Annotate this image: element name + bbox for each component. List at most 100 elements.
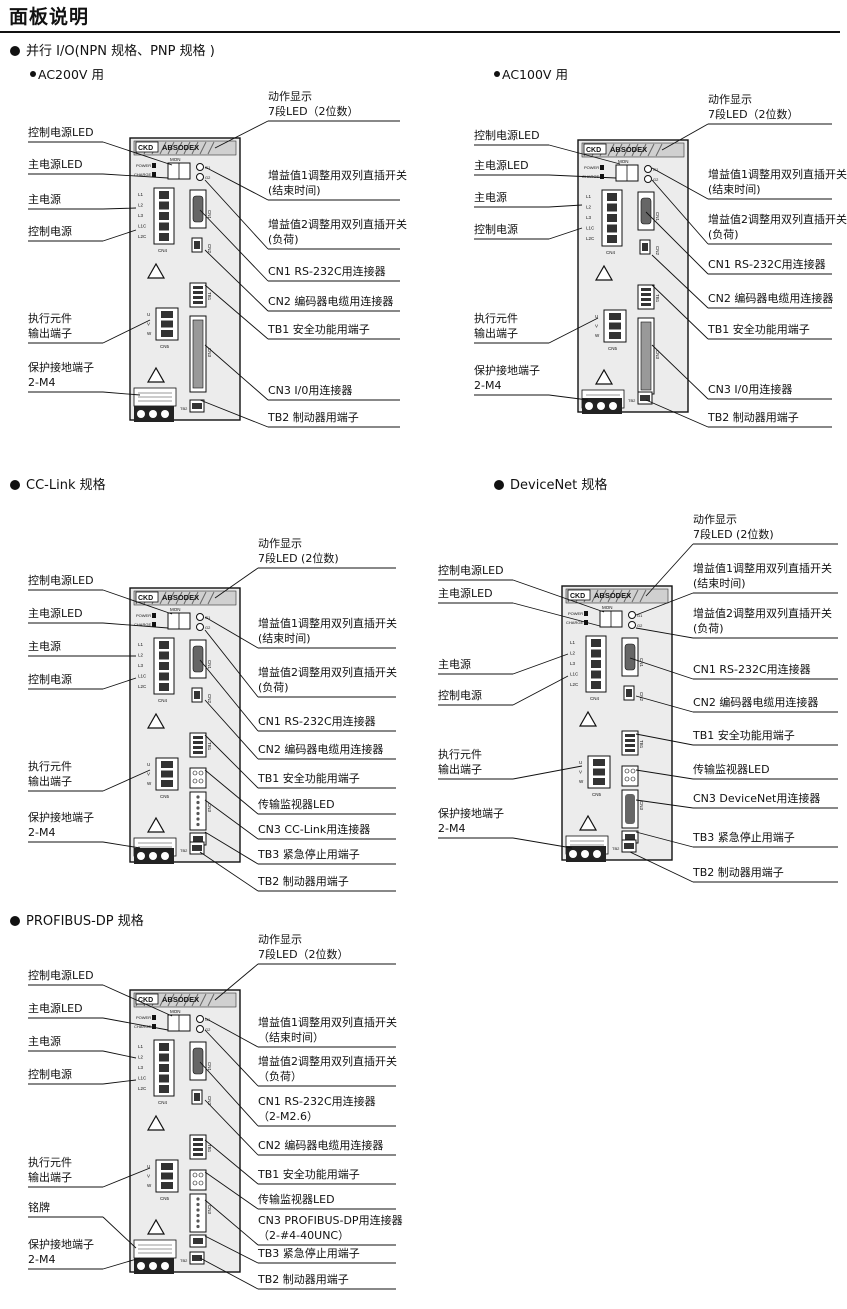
left-callout-devicenet: 主电源 — [438, 657, 471, 672]
g2-label: G2 — [205, 175, 211, 180]
left-callout-profibus: 主电源 — [28, 1034, 61, 1049]
motor-terminal-label: W — [595, 333, 600, 338]
motor-terminal-screw — [609, 322, 621, 330]
terminal-label: L1 — [138, 642, 144, 647]
motor-terminal-screw — [161, 330, 173, 337]
right-callout-devicenet: CN1 RS-232C用连接器 — [693, 662, 811, 677]
mon-label: MON — [170, 1009, 181, 1014]
left-callout-devicenet: 执行元件输出端子 — [438, 747, 482, 777]
band-stripe — [655, 143, 663, 157]
brand-logo: CKD — [586, 147, 601, 154]
charge-led-label: CHARGE — [566, 620, 583, 625]
tb2-label: TB2 — [612, 846, 620, 851]
right-callout-cclink-line: TB1 安全功能用端子 — [258, 772, 360, 785]
warning-icon — [146, 1114, 166, 1131]
g1-label: G1 — [653, 167, 659, 172]
right-callout-profibus-line: （2-M2.6） — [258, 1110, 318, 1123]
right-callout-cclink: TB3 紧急停止用端子 — [258, 847, 360, 862]
terminal-label: L1 — [586, 194, 592, 199]
charge-led-label: CHARGE — [134, 622, 151, 627]
right-callout-ac100-line: CN2 编码器电缆用连接器 — [708, 292, 834, 305]
right-callout-cclink: CN2 编码器电缆用连接器 — [258, 742, 383, 757]
charge-led-label: CHARGE — [134, 172, 151, 177]
right-callout-ac200: CN3 I/0用连接器 — [268, 383, 352, 398]
g2-label: G2 — [637, 623, 643, 628]
terminal-screw — [607, 193, 617, 201]
tb1-label: TB1 — [655, 294, 660, 303]
right-callout-cclink-line: TB2 制动器用端子 — [258, 875, 349, 888]
right-callout-profibus-line: 动作显示 — [258, 933, 302, 946]
monitor-led-dot — [198, 1180, 204, 1186]
band-stripe — [175, 141, 183, 155]
right-callout-devicenet: TB2 制动器用端子 — [693, 865, 784, 880]
leader-line — [635, 769, 694, 780]
right-callout-profibus: 传输监视器LED — [258, 1192, 335, 1207]
motor-terminal-screw — [161, 770, 173, 778]
right-callout-ac100-line: (负荷) — [708, 228, 739, 241]
leader-line — [102, 1050, 137, 1059]
mon-label: MON — [170, 607, 181, 612]
right-callout-devicenet-line: TB2 制动器用端子 — [693, 866, 784, 879]
terminal-screw — [607, 235, 617, 243]
ground-screw — [581, 850, 589, 858]
servo-driver-parallel: CKDABSODEXPOWERCHARGEMONG1G2L1L2L3L1CL2C… — [577, 139, 689, 414]
right-callout-ac200: 增益值1调整用双列直插开关(结束时间) — [268, 168, 407, 198]
motor-terminal-screw — [593, 768, 605, 776]
terminal-label: L2 — [586, 205, 592, 210]
leader-line — [204, 1139, 259, 1185]
right-callout-ac100: CN1 RS-232C用连接器 — [708, 257, 826, 272]
driver-body — [561, 585, 673, 861]
right-callout-devicenet-line: (负荷) — [693, 622, 724, 635]
right-callout-devicenet-line: 传输监视器LED — [693, 763, 770, 776]
right-callout-cclink-line: (负荷) — [258, 681, 289, 694]
left-callout-cclink-line: 保护接地端子 — [28, 811, 94, 824]
left-callout-devicenet: 控制电源 — [438, 688, 482, 703]
left-callout-cclink: 控制电源 — [28, 672, 72, 687]
motor-terminal-screw — [161, 780, 173, 787]
g2-label: G2 — [205, 1027, 211, 1032]
gain2-switch — [644, 175, 652, 183]
left-callout-cclink-line: 控制电源 — [28, 673, 72, 686]
bullet-icon — [10, 480, 20, 490]
right-callout-ac200-line: CN1 RS-232C用连接器 — [268, 265, 386, 278]
right-callout-ac100-line: TB1 安全功能用端子 — [708, 323, 810, 336]
motor-terminal-label: V — [147, 772, 150, 777]
section-heading-cclink: CC-Link 规格 — [10, 474, 106, 493]
leader-line — [102, 1216, 137, 1249]
monitor-led-dot — [624, 768, 630, 774]
band-stripe — [175, 591, 183, 605]
right-callout-devicenet: CN2 编码器电缆用连接器 — [693, 695, 818, 710]
leader-line — [635, 831, 694, 848]
cn3-network-connector — [189, 791, 207, 831]
cn3-pin — [196, 1202, 200, 1207]
leader-line — [651, 179, 709, 245]
motor-terminal-screw — [161, 311, 173, 318]
band-stripe — [631, 589, 639, 603]
ground-screw — [161, 852, 169, 860]
terminal-screw — [591, 681, 601, 689]
band-stripe — [207, 993, 215, 1007]
band-stripe — [207, 141, 215, 155]
power-led — [152, 1015, 156, 1020]
band-stripe — [647, 143, 655, 157]
leader-line — [204, 769, 259, 815]
leader-line — [651, 254, 709, 309]
left-callout-devicenet: 主电源LED — [438, 586, 493, 601]
charge-led — [152, 1024, 156, 1029]
left-callout-ac100: 控制电源 — [474, 222, 518, 237]
leader-line — [102, 141, 173, 166]
leader-line — [102, 769, 151, 792]
terminal-screw — [159, 1074, 169, 1083]
leader-line — [199, 659, 259, 732]
right-callout-ac100-line: (结束时间) — [708, 183, 761, 196]
brand-logo: CKD — [138, 595, 153, 602]
left-callout-devicenet-line: 控制电源LED — [438, 564, 504, 577]
terminal-label: L2 — [570, 651, 576, 656]
motor-terminal-screw — [161, 1163, 173, 1170]
tb1-pin — [625, 739, 635, 742]
left-callout-ac200: 主电源LED — [28, 157, 83, 172]
right-callout-devicenet-line: 动作显示 — [693, 513, 737, 526]
band-stripe — [159, 141, 167, 155]
